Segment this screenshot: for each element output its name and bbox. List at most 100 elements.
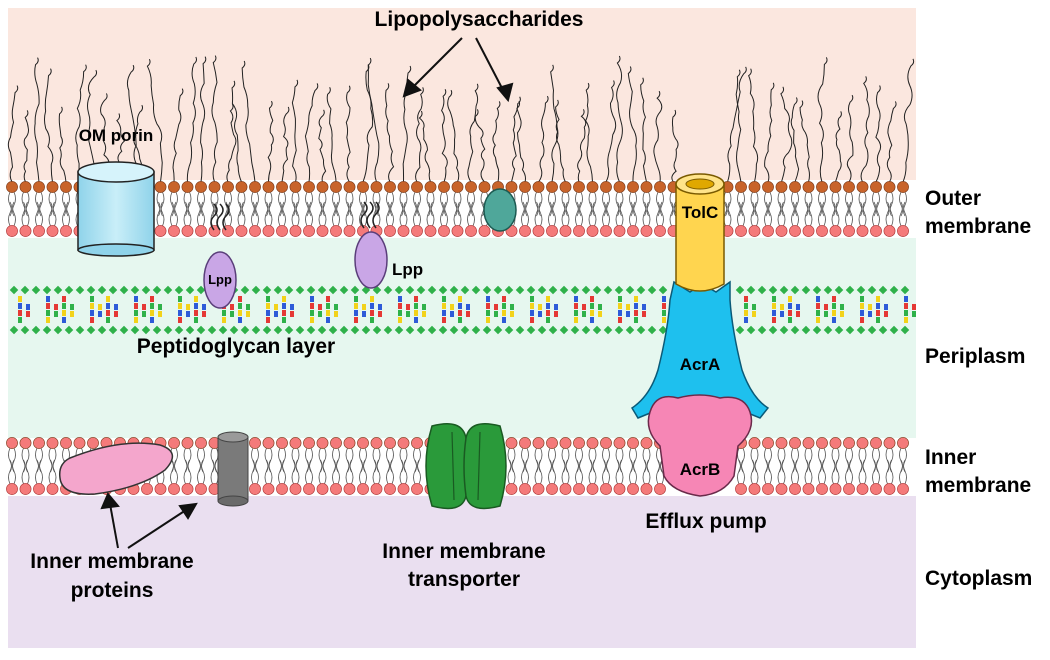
lipid-head xyxy=(33,181,45,193)
pg-peptide xyxy=(598,311,602,317)
lps-chain xyxy=(291,79,299,183)
pg-peptide xyxy=(546,303,550,309)
lipid-head xyxy=(897,225,909,237)
lipid-head xyxy=(303,483,315,495)
lipid-tail xyxy=(291,201,300,227)
lipid-head xyxy=(519,225,531,237)
lipid-head xyxy=(829,483,842,495)
pg-peptide xyxy=(530,310,534,316)
pg-peptide xyxy=(222,317,226,323)
lipid-head xyxy=(735,225,747,237)
region-periplasm: Periplasm xyxy=(925,345,1025,368)
lipid-head xyxy=(357,483,369,495)
lipid-tail xyxy=(602,201,610,227)
pg-sugar xyxy=(317,325,327,335)
lipid-tail xyxy=(561,459,570,485)
lipid-head xyxy=(46,181,59,193)
pg-peptide xyxy=(634,310,638,316)
lps-chain xyxy=(418,110,431,183)
lipid-tail xyxy=(440,191,448,217)
pg-peptide xyxy=(90,303,94,309)
pg-peptide xyxy=(590,303,594,309)
lipid-tail xyxy=(237,191,246,217)
pg-peptide xyxy=(18,317,22,323)
pg-peptide xyxy=(62,317,66,323)
peptidoglycan-layer xyxy=(9,285,916,335)
lipid-tail xyxy=(318,459,327,485)
pg-peptide xyxy=(370,303,374,309)
pg-sugar xyxy=(482,325,492,335)
pg-peptide xyxy=(510,304,514,310)
pg-peptide xyxy=(310,317,314,323)
pg-sugar xyxy=(779,285,789,295)
lps-chain xyxy=(7,85,19,183)
lipid-head xyxy=(289,181,302,193)
lipid-tail xyxy=(656,459,664,485)
pg-peptide xyxy=(282,317,286,323)
lipid-tail xyxy=(629,191,637,217)
lipid-tail xyxy=(561,201,570,227)
pg-sugar xyxy=(108,325,118,335)
lipid-head xyxy=(559,225,572,237)
pg-peptide xyxy=(414,317,418,323)
pg-sugar xyxy=(801,285,811,295)
lipid-head xyxy=(627,181,639,193)
lipid-head xyxy=(519,181,531,193)
pg-sugar xyxy=(394,285,404,295)
lps-chain xyxy=(799,100,810,183)
lipid-head xyxy=(222,181,234,193)
pg-sugar xyxy=(889,285,899,295)
lipid-head xyxy=(843,437,855,449)
lps-chain xyxy=(790,97,800,183)
lipid-tail xyxy=(548,201,556,227)
pg-peptide xyxy=(868,304,872,310)
lipid-tail xyxy=(48,191,57,217)
lipid-tail xyxy=(575,459,583,485)
pg-peptide xyxy=(398,310,402,316)
lipid-tail xyxy=(804,201,813,227)
lipid-head xyxy=(370,181,383,193)
lipid-head xyxy=(465,225,477,237)
lipid-tail xyxy=(332,459,340,485)
lipid-head xyxy=(46,225,59,237)
pg-sugar xyxy=(42,325,52,335)
lipid-tail xyxy=(521,191,529,217)
lipid-tail xyxy=(764,201,772,227)
lpp-protein-right xyxy=(354,201,388,289)
pg-sugar xyxy=(416,285,426,295)
lipid-tail xyxy=(372,459,381,485)
lipid-tail xyxy=(764,459,772,485)
pg-sugar xyxy=(405,285,415,295)
pg-sugar xyxy=(328,285,338,295)
lipid-head xyxy=(586,437,599,449)
lipid-head xyxy=(532,181,545,193)
lipid-tail xyxy=(35,201,43,227)
pg-sugar xyxy=(86,285,96,295)
pg-peptide xyxy=(354,310,358,316)
pg-sugar xyxy=(812,285,822,295)
lipid-tail xyxy=(156,191,165,217)
pg-peptide xyxy=(466,311,470,317)
lps-chain xyxy=(345,85,351,183)
pg-sugar xyxy=(845,325,855,335)
pg-sugar xyxy=(306,325,316,335)
lipid-head xyxy=(46,437,59,449)
pg-peptide xyxy=(780,304,784,310)
lps-chain xyxy=(402,65,412,183)
pg-sugar xyxy=(64,325,74,335)
lipid-tail xyxy=(318,191,327,217)
pg-peptide xyxy=(370,317,374,323)
pg-peptide xyxy=(618,310,622,316)
pg-sugar xyxy=(504,285,514,295)
pg-peptide xyxy=(62,303,66,309)
lipid-head xyxy=(249,225,261,237)
pg-peptide xyxy=(414,303,418,309)
region-outer-membrane-1: Outer xyxy=(925,187,981,210)
lipid-head xyxy=(789,483,801,495)
lipopolysaccharides-label: Lipopolysaccharides xyxy=(375,8,584,31)
pg-sugar xyxy=(878,325,888,335)
pg-sugar xyxy=(515,285,525,295)
lpp-label-right: Lpp xyxy=(392,260,423,279)
lps-chain xyxy=(835,111,842,183)
